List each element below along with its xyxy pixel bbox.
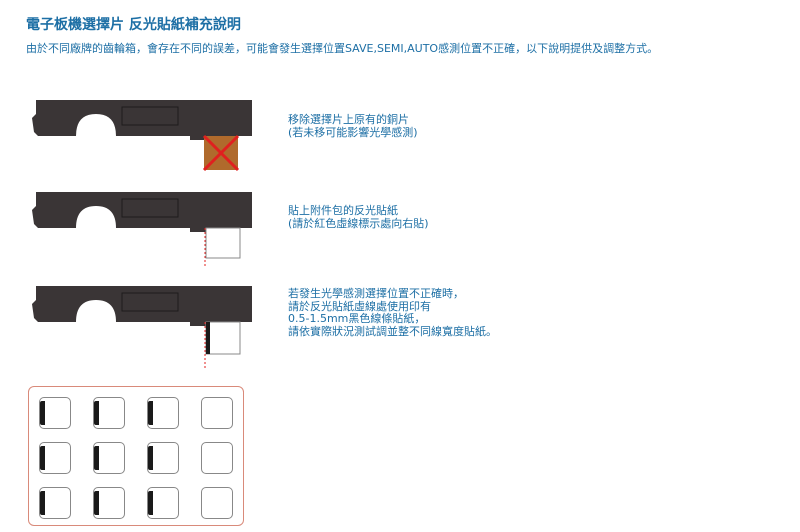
step-2-line-1: 貼上附件包的反光貼紙 xyxy=(288,204,398,217)
sticker-blank xyxy=(201,442,233,474)
sticker-with-black-line xyxy=(93,487,125,519)
step-1-line-2: (若未移可能影響光學感測) xyxy=(288,125,418,139)
reflective-sticker xyxy=(205,227,241,259)
black-line xyxy=(40,446,45,470)
step-2-caption: 貼上附件包的反光貼紙 (請於紅色虛線標示處向右貼) xyxy=(288,204,429,230)
sticker-sheet xyxy=(28,386,244,526)
black-line xyxy=(148,401,153,425)
step-2-line-2: (請於紅色虛線標示處向右貼) xyxy=(288,216,429,230)
black-line xyxy=(148,446,153,470)
sticker-with-black-line xyxy=(93,442,125,474)
step-1-caption: 移除選擇片上原有的銅片 (若未移可能影響光學感測) xyxy=(288,113,418,139)
step-1-illustration xyxy=(24,96,264,176)
step-3-line-4: 請依實際狀況測試調並整不同線寬度貼紙。 xyxy=(288,324,497,338)
black-line xyxy=(148,491,153,515)
step-3-line-3: 0.5-1.5mm黑色線條貼紙， xyxy=(288,312,426,325)
sticker-with-black-line xyxy=(39,487,71,519)
black-line-sticker xyxy=(206,322,210,354)
step-3-line-1: 若發生光學感測選擇位置不正確時， xyxy=(288,287,464,300)
sticker-blank xyxy=(201,487,233,519)
sticker-blank xyxy=(201,397,233,429)
black-line xyxy=(40,401,45,425)
sticker-with-black-line xyxy=(39,442,71,474)
selector-plate xyxy=(32,100,252,140)
sticker-with-black-line xyxy=(147,487,179,519)
reflective-sticker xyxy=(205,321,241,355)
selector-plate xyxy=(32,192,252,232)
step-2-illustration xyxy=(24,188,264,268)
sticker-with-black-line xyxy=(39,397,71,429)
sticker-with-black-line xyxy=(147,397,179,429)
page-subtitle: 由於不同廠牌的齒輪箱，會存在不同的誤差，可能會發生選擇位置SAVE,SEMI,A… xyxy=(26,42,659,55)
black-line xyxy=(94,446,99,470)
step-3-caption: 若發生光學感測選擇位置不正確時， 請於反光貼紙虛線處使用印有 0.5-1.5mm… xyxy=(288,287,497,338)
selector-plate xyxy=(32,286,252,326)
page-title: 電子板機選擇片 反光貼紙補充說明 xyxy=(26,17,241,33)
sticker-with-black-line xyxy=(93,397,125,429)
cross-mark-icon xyxy=(202,134,240,172)
step-3-line-2: 請於反光貼紙虛線處使用印有 xyxy=(288,299,431,313)
black-line xyxy=(94,491,99,515)
step-3-illustration xyxy=(24,282,264,368)
sticker-with-black-line xyxy=(147,442,179,474)
step-1-line-1: 移除選擇片上原有的銅片 xyxy=(288,113,409,126)
black-line xyxy=(94,401,99,425)
black-line xyxy=(40,491,45,515)
